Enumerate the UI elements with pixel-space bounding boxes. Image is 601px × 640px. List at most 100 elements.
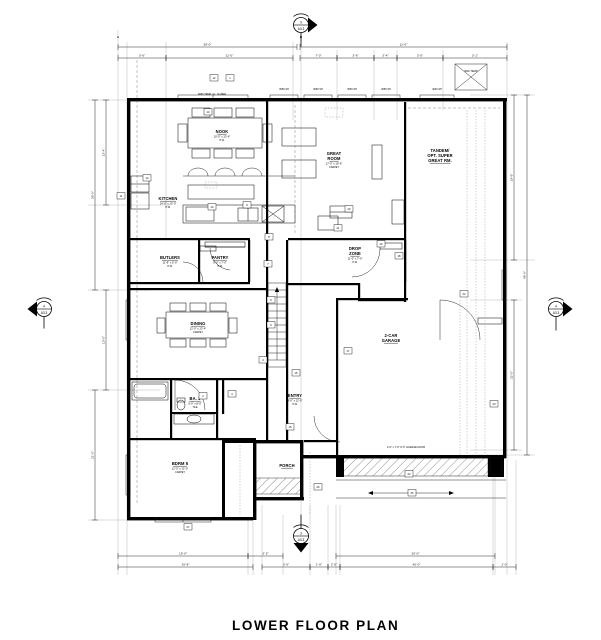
dimension-label: 22'-0" xyxy=(509,371,513,379)
door-tag-number: 19 xyxy=(380,242,383,246)
dimension-strings-top: 28'-0"11'-0"3'-6"11'-0"7'-0"3'-6"3'-4"3'… xyxy=(117,43,508,61)
nook-furniture xyxy=(177,107,273,159)
plan-notes: 9080 TEMP. GL. SLIDER 4'-0" x 7'-0" O.H. … xyxy=(117,35,478,449)
room-finish: H.W. xyxy=(217,265,223,268)
door-tag-number: 17 xyxy=(347,349,350,353)
dimension-label: 3'-6" xyxy=(139,54,145,58)
door-tag: 7 xyxy=(263,260,273,268)
door-tag-number: 5 xyxy=(270,323,272,327)
door-tag-number: 27 xyxy=(187,525,190,529)
great-room-furniture xyxy=(281,107,405,225)
marker-detail-number: 3 xyxy=(300,531,302,535)
marker-detail-number: 3 xyxy=(300,20,302,24)
exterior-walls xyxy=(127,98,507,521)
room-dimension: 5'-0" x 7'-0" xyxy=(213,260,227,264)
room-dimension: 10'-0" x 13'-4" xyxy=(214,134,231,138)
door-tag-number: 8 xyxy=(268,235,270,239)
room-dimension: 17'-0" x 19'-6" xyxy=(326,161,343,165)
grid-extension-lines xyxy=(88,30,535,575)
dimension-label: 40'-0" xyxy=(413,563,421,567)
door-tag: 13 xyxy=(142,174,152,182)
door-tag-number: 2 xyxy=(202,394,204,398)
room-name: GARAGE xyxy=(382,338,401,343)
room-dimension: 12'-0" x 13'-0" xyxy=(172,466,189,470)
window-size-label: 3050 SH xyxy=(381,88,391,91)
marker-left[interactable]: 4A3.3 xyxy=(27,297,52,329)
room-name: DROP xyxy=(349,246,361,251)
dimension-strings-bottom: 15'-0"3'-2"20'-0"19'-8"3'-0"1'-6"2'-5"40… xyxy=(117,552,517,570)
dimension-label: 11'-0" xyxy=(226,54,234,58)
note-garage-door: 4'-0" x 7'-0" O.H. GARAGE DOOR xyxy=(387,446,425,449)
door-tag: 20 xyxy=(344,205,354,213)
door-tag: 15 xyxy=(285,423,295,431)
dimension-label: 11'-0" xyxy=(400,43,408,47)
room-finish: H.W. xyxy=(167,265,173,268)
marker-top[interactable]: 3A3.3 xyxy=(293,13,318,47)
room-name: ENTRY xyxy=(288,393,302,398)
door-tag: 27 xyxy=(183,523,193,531)
room-name: NOOK xyxy=(216,129,229,134)
dimension-label: 3'-0" xyxy=(417,54,423,58)
room-finish: TILE xyxy=(192,406,197,409)
room-name: DINING xyxy=(191,321,206,326)
marker-sheet-number: A3.3 xyxy=(298,538,305,542)
door-tag: 2 xyxy=(198,392,208,400)
room-dimension: 5'-0" x 8'-0" xyxy=(188,401,202,405)
dimension-strings-right: 19'-6"22'-0"46'-0" xyxy=(509,94,530,456)
room-finish: H.W. xyxy=(219,139,225,142)
room-finish: H.W. xyxy=(165,206,171,209)
marker-sheet-number: A3.3 xyxy=(41,311,48,315)
room-name: BUTLERS xyxy=(160,255,180,260)
dimension-label: 3'-6" xyxy=(352,54,358,58)
marker-detail-number: 4 xyxy=(555,304,557,308)
door-tag-number: 1 xyxy=(229,76,231,80)
door-tag-number: 22 xyxy=(463,292,466,296)
room-label: BA. 35'-0" x 8'-0"TILE xyxy=(188,396,202,409)
drop-zone-fixtures xyxy=(317,205,403,278)
door-tag: 5 xyxy=(266,321,276,329)
note-slider: 9080 TEMP. GL. SLIDER xyxy=(198,93,226,96)
room-name: TANDEM/ xyxy=(430,148,450,153)
door-tag: 18 xyxy=(394,252,404,260)
room-name: KITCHEN xyxy=(159,196,178,201)
marker-bottom[interactable]: 3A3.3 xyxy=(293,514,309,553)
dimension-label: 13'-4" xyxy=(101,149,105,157)
door-tag: 14 xyxy=(203,108,213,116)
room-name: OPT. SUPER xyxy=(427,153,452,158)
interior-walls xyxy=(130,100,408,458)
room-dimension: 11'-8" x 5'-0" xyxy=(163,260,178,264)
door-tag: 25 xyxy=(407,489,417,497)
door-tag-number: 24 xyxy=(408,472,411,476)
door-tag: 4 xyxy=(258,356,268,364)
grid-label: B xyxy=(300,35,303,39)
marker-right[interactable]: 4A3.3 xyxy=(548,297,573,331)
door-tag-number: 6 xyxy=(270,298,272,302)
room-dimension: 12'-0" x 13'-4" xyxy=(190,326,207,330)
dimension-label: 1'-0" xyxy=(501,563,507,567)
dimension-label: 46'-0" xyxy=(522,271,526,279)
door-tag-number: 12 xyxy=(213,76,216,80)
dimension-label: 3'-4" xyxy=(382,54,388,58)
driveway-hatch xyxy=(255,455,506,499)
room-finish: CARPET xyxy=(193,331,203,334)
bath-fixtures xyxy=(131,379,215,425)
room-label: BDRM 512'-0" x 13'-0"CARPET xyxy=(172,461,189,474)
room-name: ZONE xyxy=(349,251,361,256)
window-symbols xyxy=(125,63,507,523)
dimension-label: 2'-5" xyxy=(331,563,337,567)
door-tag-number: 18 xyxy=(398,254,401,258)
room-name: BDRM 5 xyxy=(172,461,189,466)
dimension-label: 1'-6" xyxy=(316,563,322,567)
room-name: PANTRY xyxy=(212,255,229,260)
door-tag-number: 14 xyxy=(207,110,210,114)
